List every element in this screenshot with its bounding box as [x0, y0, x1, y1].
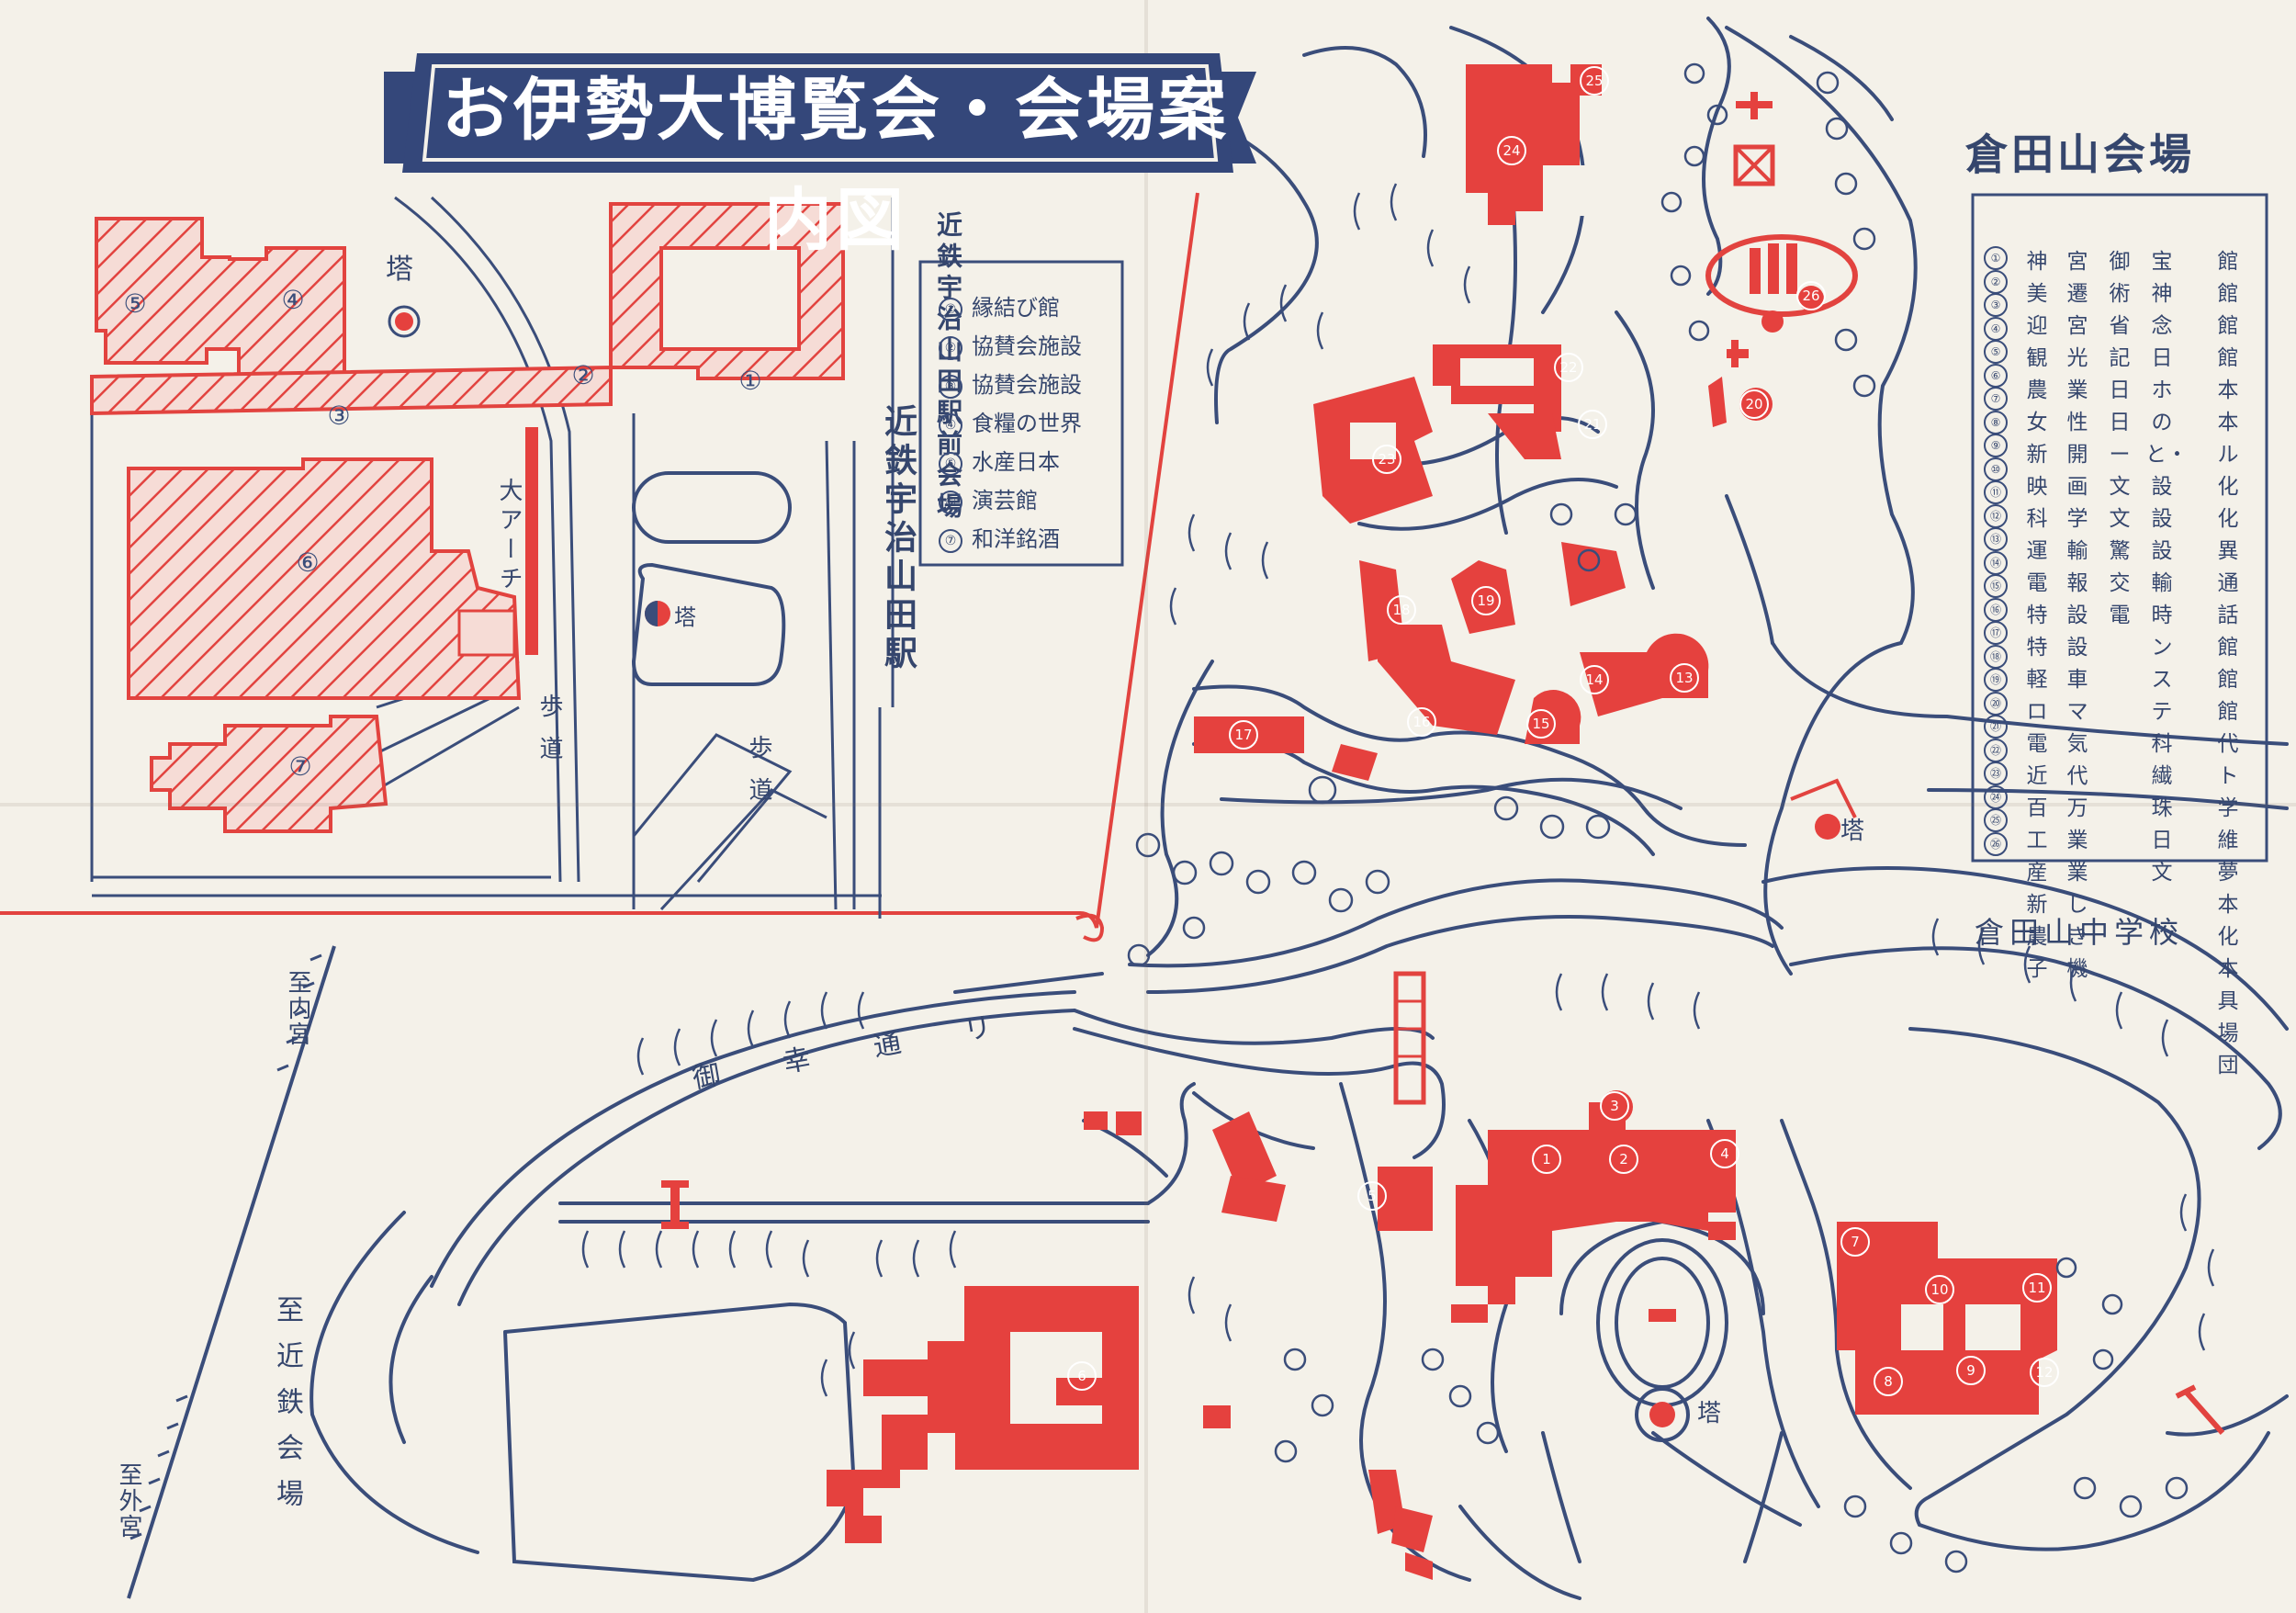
- walkway-label-2: 歩道: [745, 735, 772, 819]
- kurata-legend-number: ⑬: [1984, 527, 2008, 551]
- station-building-number: ②: [571, 360, 595, 390]
- to-gekuu-label: 至外宮: [115, 1462, 142, 1540]
- kurata-legend-column: 宝神念日ホのと・設設設輸時ンステ科繊珠日文: [2145, 250, 2188, 885]
- kurata-building-number: 15: [1526, 709, 1556, 739]
- kurata-building-number: 5: [1357, 1181, 1387, 1211]
- kurata-legend-number: ⑨: [1984, 434, 2008, 457]
- kurata-legend-number: ㉕: [1984, 808, 2008, 832]
- kurata-building-number: 21: [1578, 410, 1607, 439]
- to-kintetsu-label: 至近鉄会場: [271, 1295, 303, 1525]
- kurata-building-number: 25: [1580, 66, 1609, 96]
- station-building-number: ③: [327, 400, 351, 431]
- railway-track: [127, 945, 336, 1599]
- tree-clusters: [1127, 62, 2189, 1574]
- station-islands: [631, 471, 792, 686]
- kurata-building-number: 2: [1609, 1145, 1638, 1174]
- island-tower-label: 塔: [674, 604, 696, 630]
- station-name: 近鉄宇治山田駅: [879, 404, 917, 674]
- station-building-number: ④: [281, 285, 305, 315]
- fold-crease-horizontal: [0, 803, 2296, 806]
- kurata-legend-number: ⑧: [1984, 410, 2008, 434]
- kurata-legend-number: ⑦: [1984, 387, 2008, 411]
- kurata-legend-number: ⑯: [1984, 597, 2008, 622]
- kurata-legend-number: ㉒: [1984, 738, 2008, 762]
- kurata-legend-column: 御術省記日日ー文文驚交電: [2109, 250, 2131, 627]
- kurata-legend-number: ⑱: [1984, 644, 2008, 669]
- map-title: お伊勢大博覧会・会場案内図: [442, 71, 1230, 260]
- kurata-legend-number: ⑰: [1984, 621, 2008, 645]
- great-arch-label: 大アーチ: [495, 478, 523, 595]
- to-naiku-label: 至内宮: [284, 970, 311, 1047]
- kurata-legend-column: 神美迎観農女新映科運電特特軽ロ電近百工産新農子: [2026, 250, 2048, 981]
- east-tower-label: 塔: [1840, 818, 1865, 845]
- kurata-building-number: 16: [1407, 707, 1436, 737]
- kurata-buildings: [661, 64, 2225, 1580]
- kurata-legend-number: ①: [1984, 246, 2008, 270]
- south-tower-label: 塔: [1697, 1400, 1722, 1427]
- station-building-number: ①: [738, 366, 762, 396]
- kurata-building-number: 13: [1670, 663, 1699, 693]
- kurata-legend-number: ⑥: [1984, 363, 2008, 388]
- kurata-building-number: 17: [1229, 720, 1258, 750]
- kurata-building-number: 4: [1710, 1139, 1739, 1168]
- station-tower-label: 塔: [386, 254, 413, 286]
- kurata-building-number: 6: [1067, 1361, 1097, 1391]
- kurata-building-number: 9: [1956, 1356, 1986, 1385]
- station-building-number: ⑤: [123, 288, 147, 319]
- kurata-building-number: 8: [1874, 1367, 1903, 1396]
- grass-strokes: [581, 183, 2215, 1397]
- kurata-building-number: 23: [1372, 445, 1401, 474]
- station-building-number: ⑦: [288, 751, 312, 782]
- kurata-legend-number: ⑫: [1984, 503, 2008, 528]
- kurata-legend-number: ⑮: [1984, 574, 2008, 598]
- kurata-legend-number: ⑭: [1984, 550, 2008, 575]
- kurata-building-number: 1: [1532, 1145, 1561, 1174]
- kurata-legend-number: ㉓: [1984, 761, 2008, 785]
- fold-crease-vertical: [1144, 0, 1148, 1613]
- walkway-label: 歩道: [535, 694, 563, 778]
- kurata-building-number: 11: [2022, 1273, 2052, 1303]
- station-buildings: [90, 202, 845, 833]
- school-label: 倉田山中学校: [1975, 915, 2185, 950]
- kurata-legend-number: ㉖: [1984, 831, 2008, 856]
- kurata-building-number: 3: [1600, 1091, 1629, 1121]
- kurata-legend-number: ㉔: [1984, 784, 2008, 809]
- kurata-legend-number: ⑲: [1984, 668, 2008, 692]
- kurata-legend-number: ③: [1984, 293, 2008, 317]
- kurata-area-heading: 倉田山会場: [1965, 130, 2195, 179]
- kurata-building-number: 14: [1580, 665, 1609, 694]
- kurata-legend-number: ⑩: [1984, 457, 2008, 481]
- kurata-building-number: 20: [1739, 389, 1769, 419]
- kurata-legend-column: 館館館館本本ル化化異通話館館館代ト学維夢本化本具場団: [2217, 250, 2239, 1077]
- station-building-number: ⑥: [296, 547, 320, 578]
- kurata-legend-number: ⑳: [1984, 691, 2008, 716]
- kurata-legend-column: 宮遷宮光業性開画学輸報設設車マ気代万業業しき機: [2066, 250, 2088, 981]
- kurata-building-number: 19: [1471, 586, 1501, 615]
- kurata-legend-number: ⑤: [1984, 340, 2008, 364]
- kurata-building-number: 18: [1387, 595, 1416, 625]
- title-banner: [384, 53, 1256, 173]
- kurata-building-number: 7: [1840, 1227, 1870, 1257]
- kurata-legend-number: ④: [1984, 316, 2008, 341]
- kurata-building-number: 10: [1925, 1275, 1954, 1304]
- kurata-legend-number: ⑪: [1984, 480, 2008, 504]
- kurata-building-number: 24: [1497, 136, 1526, 165]
- kurata-legend-number: ②: [1984, 269, 2008, 294]
- kurata-building-number: 12: [2030, 1358, 2059, 1387]
- kurata-building-number: 22: [1554, 353, 1583, 382]
- kurata-legend-number: ㉑: [1984, 715, 2008, 739]
- kurata-building-number: 26: [1796, 281, 1826, 310]
